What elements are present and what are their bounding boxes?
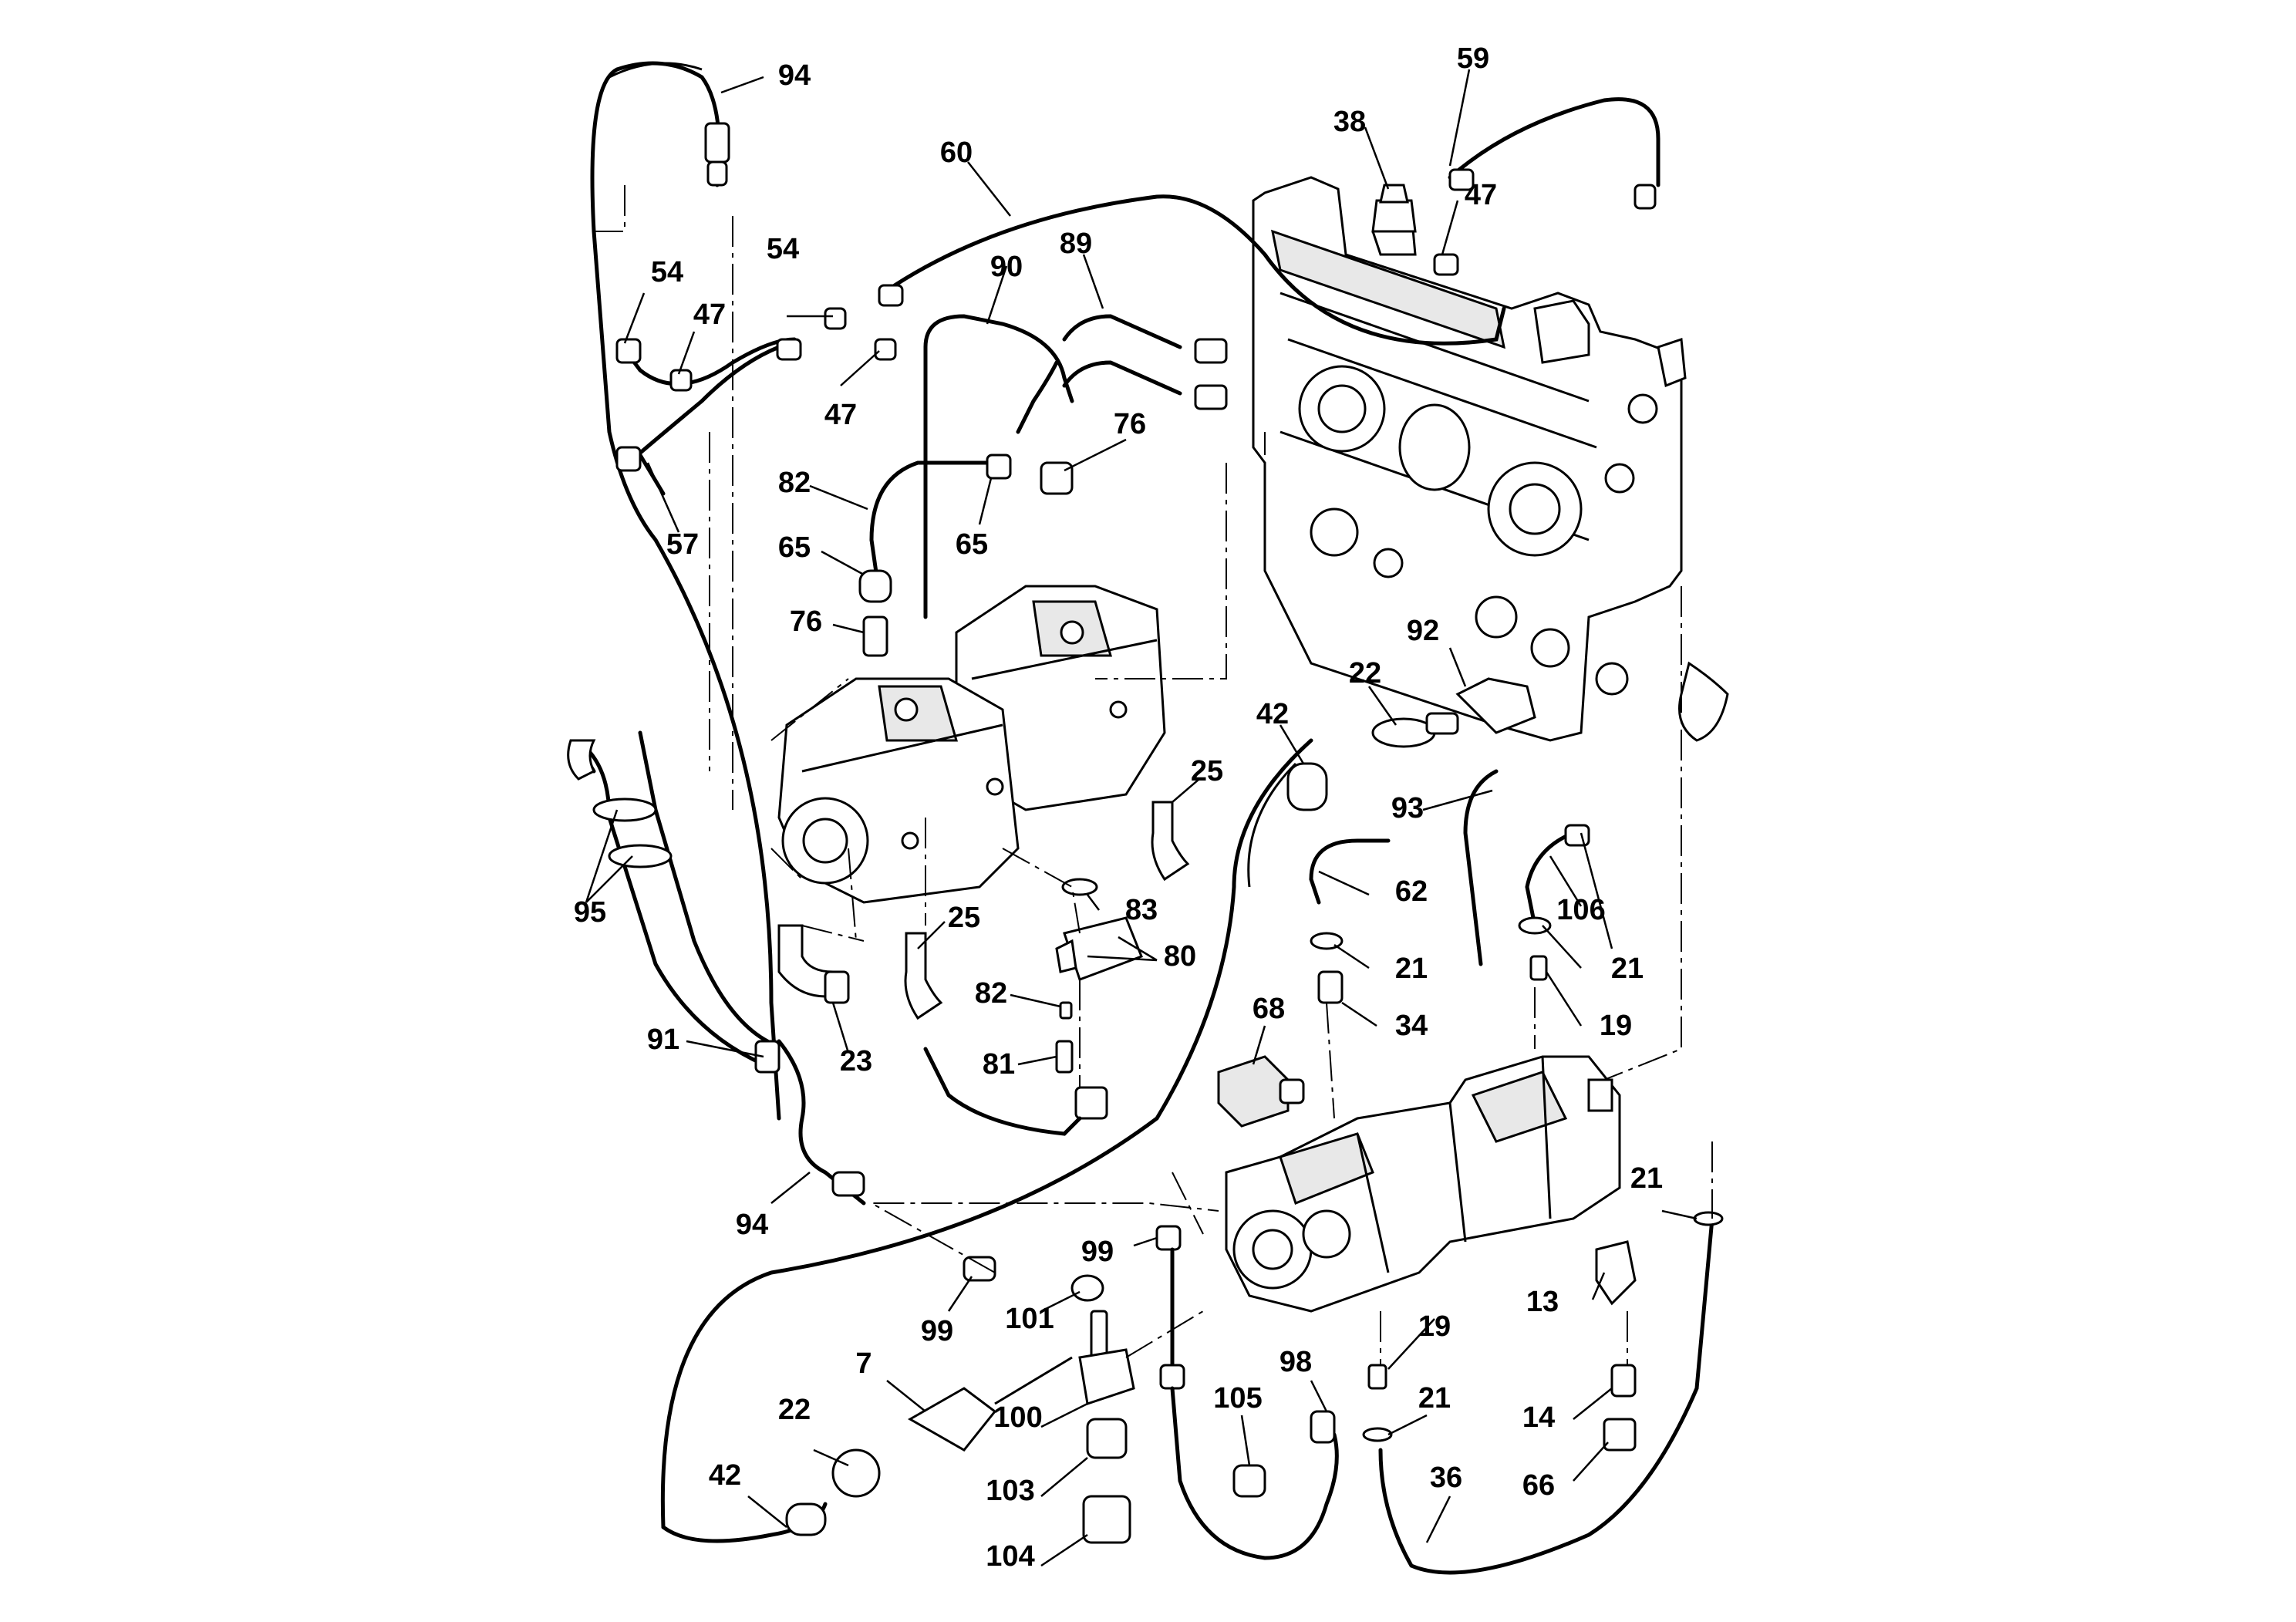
callout-54: 54	[651, 256, 683, 288]
callout-99: 99	[921, 1315, 953, 1347]
callout-92: 92	[1407, 615, 1439, 647]
callout-57: 57	[666, 528, 699, 561]
callout-38: 38	[1333, 106, 1366, 138]
callout-95: 95	[574, 896, 606, 929]
fitting-stack	[1070, 1225, 1185, 1544]
callout-labels: 94 59 38 60 47 89 90 54 54 47 47 76 82 5…	[574, 42, 1663, 1573]
callout-23: 23	[840, 1045, 872, 1077]
callout-91: 91	[647, 1023, 679, 1056]
callout-65: 65	[778, 531, 811, 564]
callout-19: 19	[1418, 1310, 1451, 1343]
callout-7: 7	[855, 1347, 872, 1380]
callout-13: 13	[1526, 1286, 1559, 1318]
elbow-fittings	[777, 801, 1190, 1020]
callout-98: 98	[1279, 1346, 1312, 1378]
callout-42: 42	[1256, 698, 1289, 730]
callout-21: 21	[1630, 1162, 1663, 1195]
callout-81: 81	[983, 1048, 1015, 1081]
callout-68: 68	[1253, 993, 1285, 1025]
callout-47: 47	[1465, 179, 1497, 211]
callout-93: 93	[1391, 792, 1424, 824]
callout-14: 14	[1522, 1401, 1555, 1434]
callout-34: 34	[1395, 1010, 1428, 1042]
callout-82: 82	[778, 467, 811, 499]
callout-94: 94	[736, 1209, 768, 1241]
callout-76: 76	[790, 605, 822, 638]
callout-62: 62	[1395, 875, 1428, 908]
flange-assembly	[923, 878, 1143, 1136]
hose-62	[1309, 838, 1391, 1004]
callout-82: 82	[975, 977, 1007, 1010]
callout-59: 59	[1457, 42, 1489, 75]
elbow-13-group	[1595, 1240, 1637, 1452]
callout-83: 83	[1125, 894, 1158, 926]
cap-fitting-38	[1371, 184, 1417, 233]
callout-76: 76	[1114, 408, 1146, 440]
main-pump-assembly	[1225, 1055, 1621, 1313]
callout-89: 89	[1060, 228, 1092, 260]
tandem-pump-assembly	[777, 585, 1166, 904]
callout-47: 47	[693, 298, 726, 331]
callout-101: 101	[1005, 1303, 1054, 1335]
callout-90: 90	[990, 251, 1023, 283]
hose-91-95	[567, 730, 781, 1074]
callout-66: 66	[1522, 1469, 1555, 1502]
hose-42-clamps	[660, 717, 1436, 1543]
callout-100: 100	[993, 1401, 1042, 1434]
callout-25: 25	[1191, 755, 1223, 787]
callout-65: 65	[956, 528, 988, 561]
callout-103: 103	[986, 1475, 1034, 1507]
callout-106: 106	[1556, 894, 1605, 926]
callout-54: 54	[767, 233, 799, 265]
hose-7	[831, 1356, 1073, 1498]
leader-lines	[585, 69, 1698, 1567]
callout-60: 60	[940, 137, 973, 169]
callout-94: 94	[778, 59, 811, 92]
fitting-92	[1425, 677, 1536, 735]
callout-47: 47	[824, 399, 857, 431]
callout-36: 36	[1430, 1462, 1462, 1494]
callout-22: 22	[778, 1394, 811, 1426]
hose-93-106	[1463, 769, 1590, 981]
callout-104: 104	[986, 1540, 1034, 1573]
callout-21: 21	[1395, 953, 1428, 985]
callout-22: 22	[1349, 657, 1381, 690]
callout-105: 105	[1213, 1382, 1262, 1415]
callout-19: 19	[1600, 1010, 1632, 1042]
callout-21: 21	[1418, 1382, 1451, 1415]
callout-80: 80	[1164, 940, 1196, 973]
callout-25: 25	[948, 902, 980, 934]
hose-94-lower	[777, 1039, 996, 1282]
callout-21: 21	[1611, 953, 1644, 985]
gearbox-housing	[1252, 176, 1729, 742]
callout-42: 42	[709, 1459, 741, 1492]
fittings-top	[615, 122, 1657, 657]
callout-99: 99	[1081, 1236, 1114, 1268]
solenoid-68	[1217, 1055, 1305, 1128]
hose-lines	[590, 61, 1660, 1121]
assembly-center-lines	[594, 185, 1713, 1365]
hose-105-98	[1170, 1386, 1339, 1560]
